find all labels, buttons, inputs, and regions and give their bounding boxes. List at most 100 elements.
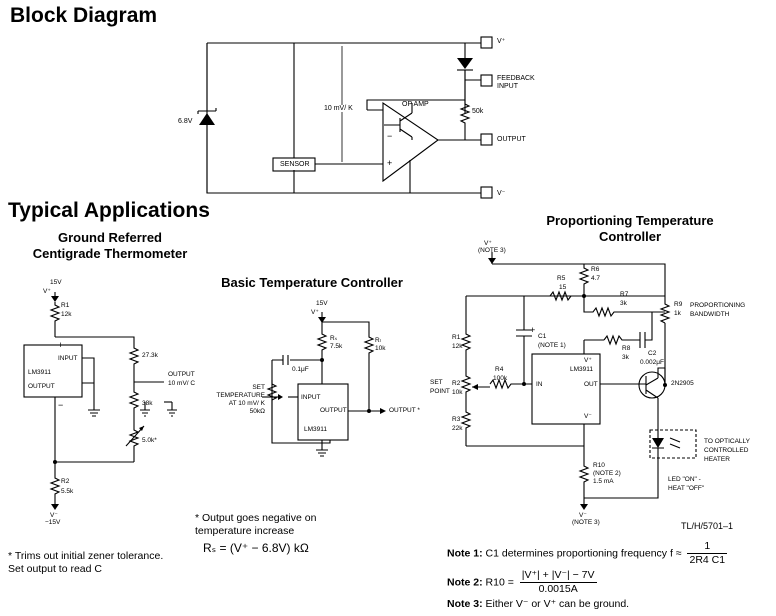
block-diagram-heading: Block Diagram: [10, 4, 158, 27]
thermo-chip-name: LM3911: [28, 369, 52, 376]
thermo-lm3911-chip: [23, 344, 83, 398]
prop-r9-label: R9: [674, 301, 683, 308]
sensor-label: SENSOR: [280, 161, 310, 168]
thermo-minus-label: −: [58, 400, 64, 410]
pin-output: [480, 133, 493, 146]
prop-vplus-note: (NOTE 3): [478, 247, 506, 254]
note-3-text: Either V⁻ or V⁺ can be ground.: [485, 598, 630, 610]
pin-feedback: [480, 74, 493, 87]
prop-lm3911-chip: [531, 353, 601, 425]
basic-output-label: OUTPUT *: [389, 407, 420, 414]
prop-chip-vminus: V⁻: [584, 413, 592, 420]
basic-set-temp-label: SET TEMPERATURE AT 10 mV/ K 50kΩ: [216, 384, 265, 415]
op-amp-label: OP AMP: [402, 101, 429, 108]
note-2-denominator: 0.0015A: [538, 583, 578, 595]
thermo-chip-input: INPUT: [58, 355, 78, 362]
prop-chip-out: OUT: [584, 381, 598, 388]
prop-r1-label: R1: [452, 334, 461, 341]
prop-c1-label: C1: [538, 333, 547, 340]
vminus-pin-label: V⁻: [497, 190, 506, 197]
basic-controller-heading: Basic Temperature Controller: [221, 275, 403, 290]
thermo-supply-label: 15V: [50, 279, 62, 286]
output-negative-footnote: * Output goes negative on temperature in…: [195, 512, 317, 537]
prop-c1-note: (NOTE 1): [538, 342, 566, 349]
prop-transistor-label: 2N2905: [671, 380, 694, 387]
prop-r3-value: 22k: [452, 425, 463, 432]
prop-r9-value: 1k: [674, 310, 681, 317]
note-2-text: R10 =: [485, 576, 514, 589]
basic-vplus-label: V⁺: [311, 309, 319, 316]
prop-vplus-label: V⁺: [484, 240, 492, 247]
note-1-text: C1 determines proportioning frequency f …: [485, 547, 682, 560]
thermo-neg-supply-label: −15V: [45, 519, 61, 526]
thermo-output-label: OUTPUT: [168, 371, 195, 378]
basic-rs-value: 7.5k: [330, 343, 343, 350]
note-2-numerator: |V⁺| + |V⁻| − 7V: [519, 569, 597, 583]
prop-r7-label: R7: [620, 291, 629, 298]
thermo-vminus-label: V⁻: [50, 512, 58, 519]
prop-chip-vplus: V⁺: [584, 357, 592, 364]
prop-led-label: LED "ON" - HEAT "OFF": [668, 476, 705, 492]
prop-r7-value: 3k: [620, 300, 627, 307]
basic-rl-label: Rₗ: [375, 337, 381, 344]
note-1: Note 1: C1 determines proportioning freq…: [447, 540, 730, 567]
zener-voltage-label: 6.8V: [178, 118, 193, 125]
note-3-label: Note 3:: [447, 598, 483, 610]
optical-heater-box: [649, 429, 697, 459]
plus-input-label: +: [387, 158, 393, 168]
note-3: Note 3: Either V⁻ or V⁺ can be ground.: [447, 598, 629, 611]
basic-chip-name: LM3911: [304, 426, 328, 433]
prop-r8-label: R8: [622, 345, 631, 352]
prop-vminus-note: (NOTE 3): [572, 519, 600, 526]
note-1-fraction: 1 2R4 C1: [687, 540, 728, 567]
vplus-pin-label: V⁺: [497, 38, 506, 45]
note-1-label: Note 1:: [447, 547, 483, 560]
minus-input-label: −: [387, 131, 393, 141]
prop-heater-label: TO OPTICALLY CONTROLLED HEATER: [704, 438, 750, 463]
basic-supply-label: 15V: [316, 300, 328, 307]
thermo-r5-label: 5.0k*: [142, 437, 157, 444]
thermometer-heading: Ground Referred Centigrade Thermometer: [32, 230, 188, 261]
thermo-r273-label: 27.3k: [142, 352, 158, 359]
prop-r5-value: 15: [559, 284, 567, 291]
figure-code: TL/H/5701–1: [681, 521, 734, 531]
thermo-output-scale: 10 mV/ C: [168, 380, 196, 387]
basic-rs-label: Rₛ: [330, 335, 338, 342]
thermo-r38-label: 38k: [142, 400, 153, 407]
prop-r2-value: 10k: [452, 389, 463, 396]
output-pin-label: OUTPUT: [497, 136, 526, 143]
basic-cap-label: 0.1μF: [292, 366, 309, 373]
prop-r1-value: 12k: [452, 343, 463, 350]
prop-r10-label: R10: [593, 462, 605, 469]
basic-chip-output: OUTPUT: [320, 407, 347, 414]
prop-c1-plus: +: [530, 325, 536, 335]
prop-setpoint-label: SET POINT: [430, 379, 450, 395]
slope-label: 10 mV/ K: [324, 105, 353, 112]
thermo-r2-value: 5.5k: [61, 488, 74, 495]
prop-r6-value: 4.7: [591, 275, 601, 282]
basic-chip-input: INPUT: [301, 394, 321, 401]
pin-vminus: [480, 186, 493, 199]
rs-equation: Rₛ = (V⁺ − 6.8V) kΩ: [203, 541, 309, 555]
thermo-r2-label: R2: [61, 478, 70, 485]
prop-r6-label: R6: [591, 266, 600, 273]
basic-lm3911-chip: [297, 383, 349, 441]
prop-r4-value: 100k: [493, 375, 508, 382]
note-1-numerator: 1: [687, 540, 728, 554]
block-diode-symbol: [457, 58, 473, 69]
pin-vplus: [480, 36, 493, 49]
prop-r4-label: R4: [495, 366, 504, 373]
prop-r2-label: R2: [452, 380, 461, 387]
trim-footnote: * Trims out initial zener tolerance. Set…: [8, 550, 164, 575]
prop-chip-name: LM3911: [570, 366, 594, 373]
thermo-plus-label: +: [58, 340, 64, 350]
thermo-r1-label: R1: [61, 302, 70, 309]
note-2-fraction: |V⁺| + |V⁻| − 7V 0.0015A: [519, 569, 597, 596]
prop-c2-label: C2: [648, 350, 657, 357]
transistor-circle: [638, 371, 666, 399]
proportioning-controller-heading: Proportioning Temperature Controller: [546, 213, 714, 244]
